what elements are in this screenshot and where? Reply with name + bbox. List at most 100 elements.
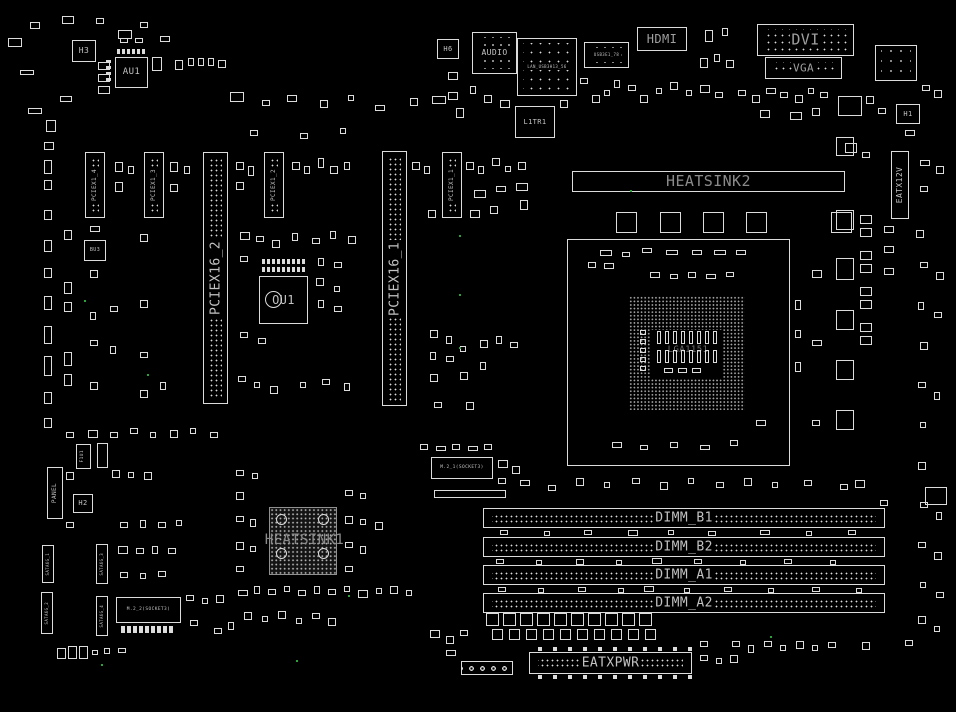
smd-component: [90, 382, 98, 390]
smd-component: [726, 272, 734, 277]
socket-cap-row-3-item: [664, 368, 673, 373]
smd-component: [804, 480, 812, 486]
pch-corner-mark: [318, 548, 329, 559]
panel-header: PANEL: [47, 467, 63, 519]
pciex1-4-slot: PCIEX1_4: [85, 152, 105, 218]
smd-component: [202, 598, 208, 604]
mosfet-pair-b-item: [860, 264, 872, 273]
smd-component: [344, 383, 350, 391]
heatsink2-outline-text: HEATSINK2: [666, 172, 751, 190]
smd-component: [330, 231, 336, 239]
smd-component: [300, 382, 306, 388]
au1-pin-col-item: [106, 72, 111, 75]
smd-component: [345, 566, 353, 572]
smd-component: [412, 162, 420, 170]
smd-component: [287, 95, 297, 102]
smd-component: [66, 472, 74, 480]
audio-jack-block-text: AUDIO: [479, 48, 510, 58]
vrm-row-1-item: [622, 613, 635, 626]
socket-cap-row-1-item: [665, 331, 669, 344]
smd-component: [136, 548, 144, 554]
smd-component: [498, 460, 508, 468]
smd-component: [44, 356, 52, 376]
h3-header-text: H3: [78, 46, 90, 55]
smd-component: [120, 572, 128, 578]
smd-component: [64, 352, 72, 366]
smd-component: [808, 88, 814, 94]
smd-component: [666, 250, 678, 255]
smd-component: [170, 184, 178, 192]
dimm-b1-slot-text: DIMM_B1: [653, 510, 715, 526]
vrm-row-1-item: [588, 613, 601, 626]
smd-component: [738, 90, 746, 96]
eatxpwr-pins-bottom-item: [583, 675, 587, 679]
eatxpwr-pins-bottom-item: [688, 675, 692, 679]
pciex1-3-slot-text: PCIEX1_3: [150, 166, 158, 204]
smd-component: [934, 626, 940, 632]
l1tr1-module-text: L1TR1: [523, 117, 547, 126]
smd-component: [140, 352, 148, 358]
smd-component: [328, 618, 336, 626]
smd-component: [236, 182, 244, 190]
smd-component: [714, 54, 720, 62]
socket-cap-row-2-item: [681, 350, 685, 363]
smd-component: [118, 648, 126, 653]
smd-component: [866, 96, 874, 104]
smd-component: [44, 180, 52, 190]
bu3-chip: BU3: [84, 240, 106, 261]
vrm-row-2-item: [543, 629, 554, 640]
smd-component: [670, 274, 678, 279]
smd-component: [934, 90, 942, 98]
smd-component: [432, 96, 446, 104]
smd-component: [330, 166, 338, 174]
smd-component: [840, 484, 848, 490]
smd-component: [644, 586, 654, 592]
smd-component: [670, 442, 678, 448]
m2-1-socket-label: M.2_1(SOCKET3): [431, 457, 493, 479]
smd-component: [760, 110, 770, 118]
smd-component: [498, 587, 506, 592]
smd-component: [44, 142, 54, 150]
smd-component: [152, 57, 162, 71]
smd-component: [466, 402, 474, 410]
choke: [616, 212, 637, 233]
smd-component: [292, 162, 300, 170]
au1-chip: AU1: [115, 57, 148, 88]
smd-component: [784, 559, 792, 564]
smd-component: [640, 95, 648, 103]
ou1-pin-row-2-item: [297, 267, 300, 272]
smd-component: [490, 206, 498, 214]
smd-component: [430, 330, 438, 338]
smd-component: [452, 444, 460, 450]
smd-component: [228, 622, 234, 630]
smd-component: [618, 588, 624, 593]
smd-component: [705, 30, 713, 42]
eatxpwr-pins-bottom-item: [598, 675, 602, 679]
vrm-row-1-item: [605, 613, 618, 626]
smd-component: [57, 648, 66, 659]
smd-component: [492, 158, 500, 166]
ou1-pin-row-2-item: [262, 267, 265, 272]
smd-component: [544, 531, 550, 536]
smd-component: [780, 92, 788, 98]
smd-component: [430, 352, 436, 360]
smd-component: [736, 250, 746, 255]
smd-component: [820, 92, 828, 98]
f1u1-chip-text: F1U1: [80, 450, 86, 463]
m2-1-socket-label-text: M.2_1(SOCKET3): [440, 464, 484, 470]
eatxpwr-pins-top-item: [628, 647, 632, 651]
heatsink1-text-text: HEATSINK1: [264, 532, 345, 548]
smd-component: [268, 589, 276, 595]
smd-component: [862, 642, 870, 650]
smd-component: [60, 96, 72, 102]
smd-component: [576, 478, 584, 486]
pciex1-1-slot: PCIEX1_1: [442, 152, 462, 218]
smd-component: [918, 302, 924, 310]
m2-2-pads-item: [139, 626, 143, 633]
socket-cap-col-item: [640, 339, 646, 344]
f1u1-chip: F1U1: [76, 444, 91, 469]
smd-component: [806, 531, 812, 536]
mosfet-pair-a-item: [860, 287, 872, 296]
smd-component: [318, 258, 324, 266]
smd-component: [496, 559, 504, 564]
